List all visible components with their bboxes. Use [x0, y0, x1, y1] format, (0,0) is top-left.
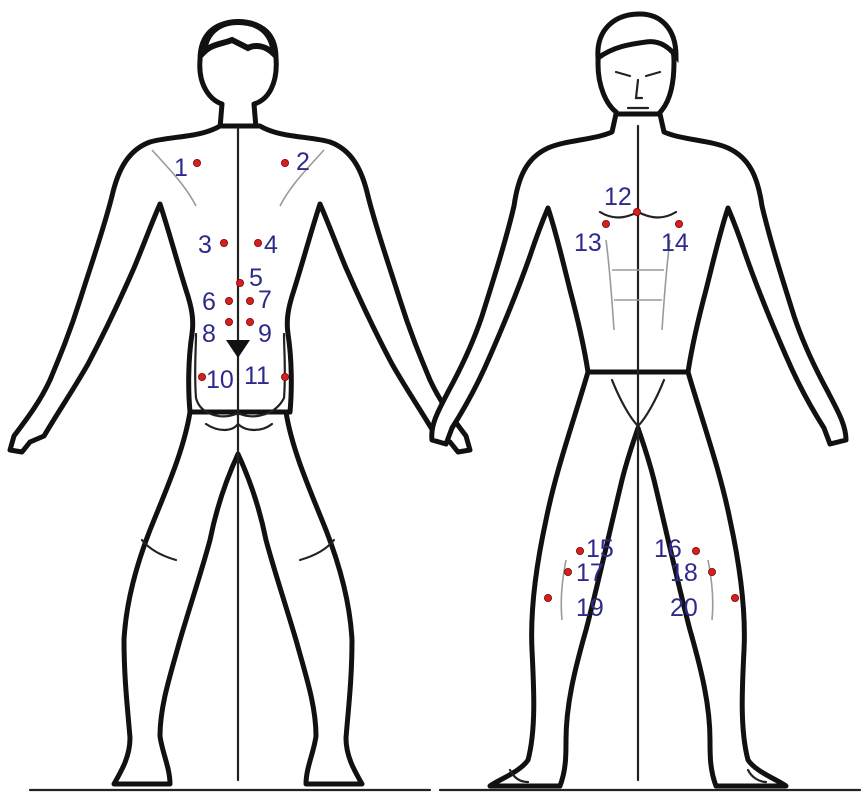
point-1-label: 1 — [174, 154, 188, 182]
point-14-label: 14 — [661, 229, 689, 257]
point-15-marker — [576, 547, 583, 554]
point-6-label: 6 — [202, 288, 216, 316]
point-11-label: 11 — [244, 362, 270, 390]
front-view-figure — [432, 14, 846, 786]
point-20-label: 20 — [670, 594, 698, 622]
point-8-label: 8 — [202, 320, 216, 348]
point-13-marker — [602, 220, 609, 227]
point-16-marker — [692, 547, 699, 554]
point-8-marker — [225, 318, 232, 325]
point-7-marker — [246, 297, 253, 304]
point-17-marker — [564, 568, 571, 575]
point-7-label: 7 — [258, 286, 272, 314]
point-3-label: 3 — [198, 231, 212, 259]
back-torso-arms — [10, 126, 470, 452]
point-9-label: 9 — [258, 320, 272, 348]
point-5-marker — [236, 279, 243, 286]
point-2-marker — [281, 159, 288, 166]
point-3-marker — [220, 239, 227, 246]
point-12-label: 12 — [604, 183, 632, 211]
point-9-marker — [246, 318, 253, 325]
point-20-marker — [731, 594, 738, 601]
point-14-marker — [675, 220, 682, 227]
back-view-figure — [10, 22, 470, 784]
point-18-marker — [708, 568, 715, 575]
point-19-marker — [544, 594, 551, 601]
point-11-marker — [281, 373, 288, 380]
point-4-marker — [254, 239, 261, 246]
point-18-label: 18 — [670, 559, 698, 587]
point-1-marker — [193, 159, 200, 166]
point-6-marker — [225, 297, 232, 304]
point-10-marker — [198, 373, 205, 380]
point-17-label: 17 — [576, 559, 604, 587]
point-4-label: 4 — [264, 231, 278, 259]
point-2-label: 2 — [296, 148, 310, 176]
point-10-label: 10 — [206, 366, 234, 394]
point-12-marker — [633, 208, 640, 215]
point-19-label: 19 — [576, 594, 604, 622]
point-13-label: 13 — [574, 229, 602, 257]
